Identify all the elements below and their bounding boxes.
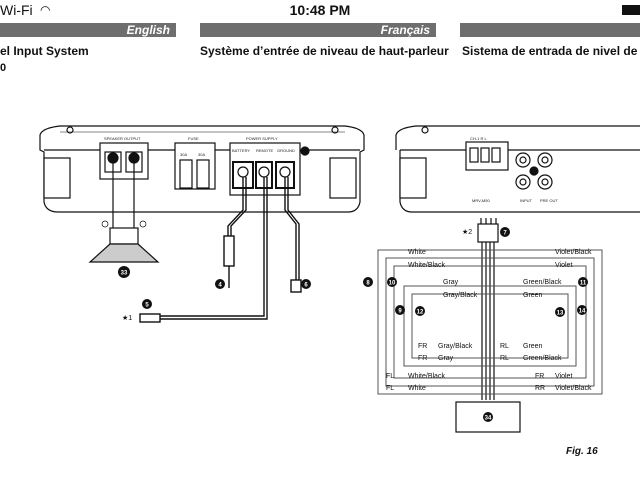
callout-34: 34 xyxy=(485,416,492,422)
callout-13: 13 xyxy=(557,311,564,317)
inner-left-ch-1: FR xyxy=(418,343,427,350)
callout-34-marker xyxy=(483,412,493,422)
outer-right-ch-2: RR xyxy=(535,385,545,392)
heading-french: Système d’entrée de niveau de haut-parle… xyxy=(200,44,449,58)
inner-left-wire-1: Gray/Black xyxy=(438,343,473,350)
callout-14: 14 xyxy=(579,309,586,315)
callout-7: 7 xyxy=(503,231,507,237)
input-label: INPUT xyxy=(520,198,533,203)
callout-11-marker xyxy=(578,277,588,287)
callout-33-marker xyxy=(118,266,130,278)
channel-label: CH-1 R L xyxy=(470,136,487,141)
inner-right-ch-2: RL xyxy=(500,355,509,362)
fuse-a-label: 30A xyxy=(180,152,187,157)
status-bar: Wi-Fi ◠ 10:48 PM xyxy=(0,0,640,22)
callout-10: 10 xyxy=(389,281,396,287)
fuse-label: FUSE xyxy=(188,136,199,141)
callout-6-marker xyxy=(301,279,311,289)
language-bar-english: English xyxy=(0,23,176,37)
callout-12-marker xyxy=(415,306,425,316)
language-bar-spanish xyxy=(460,23,640,37)
wire-label-right-3: Green/Black xyxy=(523,279,562,286)
inner-right-wire-1: Green xyxy=(523,343,543,350)
outer-left-ch-2: FL xyxy=(386,385,394,392)
heading-english: el Input System xyxy=(0,44,89,58)
amplifier-right xyxy=(395,125,640,213)
wire-label-left-4: Gray/Black xyxy=(443,292,478,299)
pre-out-label: PRE OUT xyxy=(540,198,558,203)
callout-5-marker xyxy=(142,299,152,309)
wiring-diagram: SPEAKER OUTPUT FUSE POWER SUPPLY 30A 30A… xyxy=(39,125,640,457)
callout-6: 6 xyxy=(304,283,308,289)
callout-12: 12 xyxy=(417,310,424,316)
ground-label: GROUND xyxy=(277,148,295,153)
speaker-output-label: SPEAKER OUTPUT xyxy=(104,136,141,141)
harness-frame xyxy=(377,249,603,395)
model-label: MRV-M50 xyxy=(472,198,490,203)
battery-icon xyxy=(622,5,640,15)
callout-7-marker xyxy=(500,227,510,237)
wire-label-left-1: White xyxy=(408,249,426,256)
callout-5: 5 xyxy=(145,303,149,309)
callout-14-marker xyxy=(577,305,587,315)
harness-plug xyxy=(477,218,499,400)
fuse-b-label: 30A xyxy=(198,152,205,157)
language-bar-french: Français xyxy=(200,23,436,37)
callout-9: 9 xyxy=(398,309,402,315)
language-french: Français xyxy=(380,23,430,37)
callout-33: 33 xyxy=(121,271,128,277)
callout-11: 11 xyxy=(580,281,587,287)
heading-spanish: Sistema de entrada de nivel de altav xyxy=(462,44,640,58)
callout-9-marker xyxy=(395,305,405,315)
status-time: 10:48 PM xyxy=(289,2,351,18)
outer-left-wire-1: White/Black xyxy=(408,373,445,380)
wire-label-left-3: Gray xyxy=(443,279,459,286)
amplifier-left xyxy=(39,125,365,213)
outer-right-wire-2: Violet/Black xyxy=(555,385,592,392)
callout-4-marker xyxy=(215,279,225,289)
callout-4: 4 xyxy=(218,283,222,289)
wire-label-right-1: Violet/Black xyxy=(555,249,592,256)
wire-label-left-2: White/Black xyxy=(408,262,445,269)
wire-label-right-2: Violet xyxy=(555,262,572,269)
page-fragment: 0 xyxy=(0,62,7,74)
callout-10-marker xyxy=(387,277,397,287)
callout-8: 8 xyxy=(366,281,370,287)
inner-right-ch-1: RL xyxy=(500,343,509,350)
outer-left-wire-2: White xyxy=(408,385,426,392)
star1-label: ★1 xyxy=(122,314,132,322)
figure-label: Fig. 16 xyxy=(566,446,598,457)
outer-right-wire-1: Violet xyxy=(555,373,572,380)
inner-right-wire-2: Green/Black xyxy=(523,355,562,362)
power-wires xyxy=(139,177,302,323)
wire-label-right-4: Green xyxy=(523,292,543,299)
wifi-icon: ◠ xyxy=(40,3,51,17)
inner-left-ch-2: FR xyxy=(418,355,427,362)
power-supply-label: POWER SUPPLY xyxy=(246,136,278,141)
language-english: English xyxy=(126,23,170,37)
inner-left-wire-2: Gray xyxy=(438,355,454,362)
callout-8-marker xyxy=(363,277,373,287)
wifi-status: Wi-Fi xyxy=(0,2,33,18)
speaker-icon xyxy=(88,163,160,263)
callout-13-marker xyxy=(555,307,565,317)
outer-left-ch-1: FL xyxy=(386,373,394,380)
head-unit-connector xyxy=(455,401,521,433)
battery-label: BATTERY xyxy=(232,148,250,153)
remote-label: REMOTE xyxy=(256,148,273,153)
star2-label: ★2 xyxy=(462,228,472,236)
outer-right-ch-1: FR xyxy=(535,373,544,380)
